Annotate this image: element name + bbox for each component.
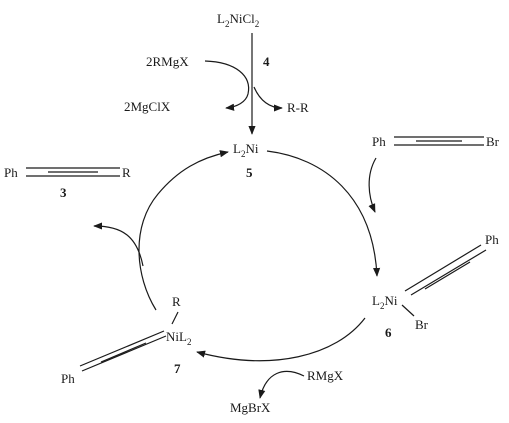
intermediate-r: R <box>172 294 181 309</box>
compound-number-7: 7 <box>174 361 181 376</box>
reagent-2rmgx: 2RMgX <box>146 54 189 69</box>
adduct-br: Br <box>415 317 429 332</box>
precatalyst-formula: L2NiCl2 <box>217 11 259 29</box>
adduct-alkynyl-triple-bond <box>404 244 487 296</box>
transmetalation-byproduct-arrow <box>258 370 305 399</box>
adduct-ni-br-bond <box>401 304 415 317</box>
alkynyl-bromide-entry-arrow <box>368 157 377 213</box>
catalyst-l2ni: L2Ni <box>233 141 259 159</box>
compound-number-5: 5 <box>246 165 253 180</box>
adduct-l2ni: L2Ni <box>372 293 398 311</box>
compound-number-6: 6 <box>385 325 392 340</box>
product-r: R <box>122 165 131 180</box>
compound-number-3: 3 <box>60 185 67 200</box>
product-triple-bond <box>26 167 120 177</box>
alkynyl-bromide-ph: Ph <box>372 134 386 149</box>
reagent-rmgx: RMgX <box>307 368 344 383</box>
intermediate-alkynyl-triple-bond <box>79 330 167 372</box>
product-release-arrow <box>93 222 144 267</box>
intermediate-ni-r-bond <box>171 311 179 325</box>
product-ph: Ph <box>4 165 18 180</box>
adduct-ph: Ph <box>485 232 499 247</box>
alkynyl-bromide-triple-bond <box>394 136 484 146</box>
reductive-elimination-arrow <box>253 86 283 112</box>
alkynyl-bromide-br: Br <box>486 134 500 149</box>
cycle-arrow-7-to-5 <box>138 150 229 311</box>
intermediate-ph: Ph <box>61 371 75 386</box>
byproduct-2mgclx: 2MgClX <box>124 99 171 114</box>
compound-number-4: 4 <box>263 54 270 69</box>
reagent-in-byproduct-out-arrow <box>204 60 250 111</box>
coupling-product-rr: R-R <box>287 100 309 115</box>
intermediate-nil2: NiL2 <box>166 329 191 347</box>
cycle-arrow-5-to-6 <box>266 150 381 277</box>
cycle-arrow-6-to-7 <box>196 317 366 362</box>
byproduct-mgbrx: MgBrX <box>230 400 271 415</box>
